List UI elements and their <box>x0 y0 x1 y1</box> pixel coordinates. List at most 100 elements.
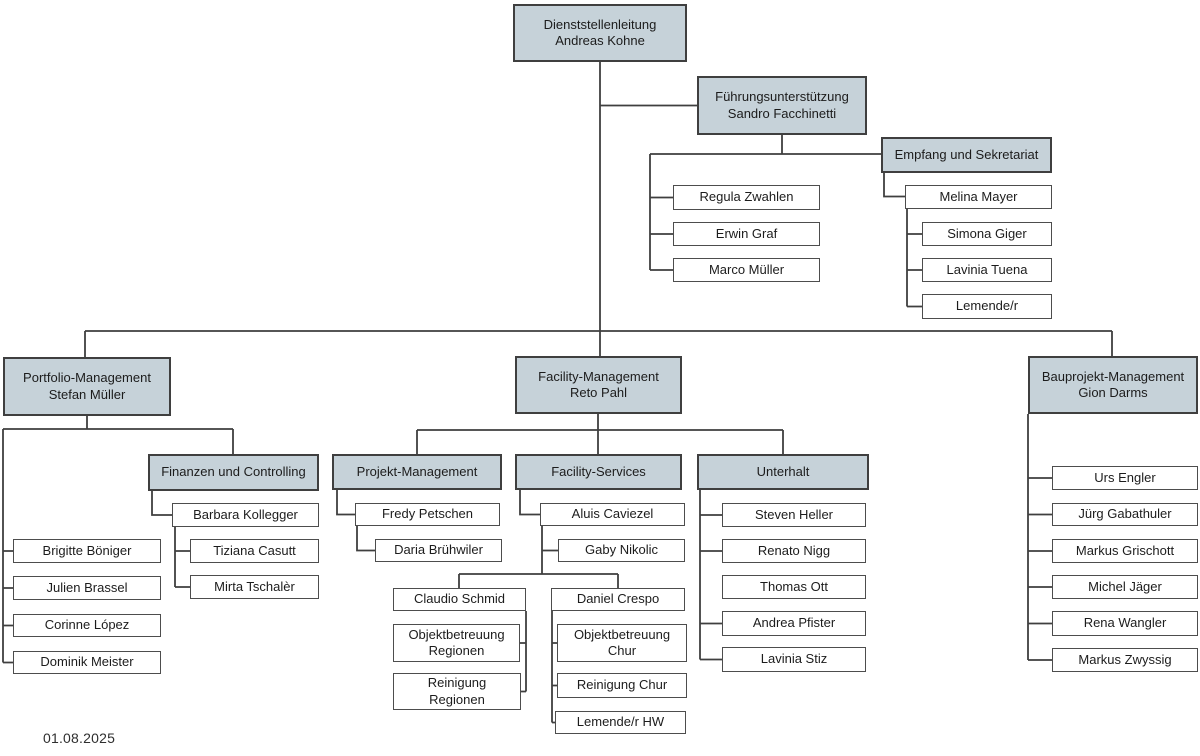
org-node-lemende: Lemende/r <box>922 294 1052 319</box>
org-node-label: Finanzen und Controlling <box>161 464 306 480</box>
org-node-markus_zwyssig: Markus Zwyssig <box>1052 648 1198 672</box>
org-node-label: Jürg Gabathuler <box>1078 506 1172 522</box>
org-node-label: Bauprojekt-Management <box>1041 368 1185 384</box>
org-node-label: Barbara Kollegger <box>193 506 298 522</box>
org-node-label: Facility-Management <box>538 368 659 384</box>
org-node-label: Erwin Graf <box>715 225 778 241</box>
org-node-label: Rena Wangler <box>1083 615 1167 631</box>
org-node-daria: Daria Brühwiler <box>375 539 502 562</box>
org-node-erwin: Erwin Graf <box>673 222 820 246</box>
org-node-label: Daniel Crespo <box>576 591 660 607</box>
org-node-label: Objektbetreuung <box>408 626 505 642</box>
org-node-claudio: Claudio Schmid <box>393 588 526 611</box>
org-node-label: Empfang und Sekretariat <box>894 146 1039 162</box>
org-node-label: Steven Heller <box>754 506 834 522</box>
org-node-label: Brigitte Böniger <box>42 542 132 558</box>
date-label: 01.08.2025 <box>43 730 116 746</box>
org-node-label: Mirta Tschalèr <box>214 578 295 594</box>
org-node-lavinia_tuena: Lavinia Tuena <box>922 258 1052 282</box>
org-node-label: Gaby Nikolic <box>585 542 658 558</box>
org-node-label: Unterhalt <box>756 463 810 479</box>
org-node-label: Andrea Pfister <box>752 615 836 631</box>
org-node-label: Regula Zwahlen <box>699 189 794 205</box>
org-node-markus_grischott: Markus Grischott <box>1052 539 1198 563</box>
org-node-label: Stefan Müller <box>48 386 126 402</box>
org-node-label: Thomas Ott <box>760 578 828 594</box>
org-node-label: Reinigung Chur <box>576 677 668 693</box>
org-node-gaby: Gaby Nikolic <box>558 539 685 562</box>
org-node-label: Regionen <box>428 643 485 658</box>
org-node-tiziana: Tiziana Casutt <box>190 539 319 563</box>
org-node-finanzen: Finanzen und Controlling <box>148 454 319 491</box>
org-node-label: Reinigung <box>427 675 487 691</box>
org-node-regula: Regula Zwahlen <box>673 185 820 210</box>
org-node-lemende_hw: Lemende/r HW <box>555 711 686 734</box>
org-node-rena: Rena Wangler <box>1052 611 1198 636</box>
org-node-melina: Melina Mayer <box>905 185 1052 209</box>
org-node-label: Facility-Services <box>551 463 646 479</box>
org-node-aluis: Aluis Caviezel <box>540 503 685 526</box>
org-node-label: Simona Giger <box>947 225 1027 241</box>
org-node-label: Claudio Schmid <box>413 591 506 607</box>
org-node-label: Sandro Facchinetti <box>727 105 837 121</box>
org-node-label: Dienststellenleitung <box>543 16 657 32</box>
org-node-julien: Julien Brassel <box>13 576 161 600</box>
org-node-facility_services: Facility-Services <box>515 454 682 490</box>
org-node-label: Urs Engler <box>1094 469 1156 485</box>
org-node-label: Renato Nigg <box>757 542 831 558</box>
org-node-label: Lemende/r HW <box>576 714 665 730</box>
org-node-label: Daria Brühwiler <box>394 542 483 558</box>
org-node-label: Gion Darms <box>1078 385 1148 400</box>
org-node-simona: Simona Giger <box>922 222 1052 246</box>
org-node-label: Melina Mayer <box>939 188 1018 204</box>
org-node-label: Andreas Kohne <box>555 33 645 48</box>
org-node-label: Führungsunterstützung <box>715 89 849 105</box>
org-node-label: Marco Müller <box>708 261 785 277</box>
org-node-label: Regionen <box>429 691 485 707</box>
org-node-projekt_mgmt: Projekt-Management <box>332 454 502 490</box>
org-node-brigitte: Brigitte Böniger <box>13 539 161 563</box>
org-node-label: Markus Grischott <box>1075 542 1175 558</box>
org-node-empfang: Empfang und Sekretariat <box>881 137 1052 173</box>
org-node-label: Julien Brassel <box>46 579 128 595</box>
org-node-label: Markus Zwyssig <box>1078 651 1172 667</box>
org-node-label: Portfolio-Management <box>23 370 151 386</box>
org-node-urs: Urs Engler <box>1052 466 1198 490</box>
org-node-fredy: Fredy Petschen <box>355 503 500 526</box>
org-node-juerg: Jürg Gabathuler <box>1052 503 1198 526</box>
org-node-marco: Marco Müller <box>673 258 820 282</box>
org-node-label: Chur <box>607 643 637 658</box>
org-node-renato: Renato Nigg <box>722 539 866 563</box>
org-node-andrea: Andrea Pfister <box>722 611 866 636</box>
org-node-corinne: Corinne López <box>13 614 161 637</box>
org-node-steven: Steven Heller <box>722 503 866 527</box>
org-node-label: Lavinia Tuena <box>946 261 1028 277</box>
org-node-mirta: Mirta Tschalèr <box>190 575 319 599</box>
org-node-rein_chur: Reinigung Chur <box>557 673 687 698</box>
org-node-label: Aluis Caviezel <box>571 506 654 522</box>
org-node-label: Corinne López <box>44 617 130 633</box>
org-node-michel: Michel Jäger <box>1052 575 1198 599</box>
org-node-label: Dominik Meister <box>40 654 134 670</box>
org-node-label: Objektbetreuung <box>573 626 671 642</box>
org-node-label: Michel Jäger <box>1088 578 1162 594</box>
org-node-unterhalt: Unterhalt <box>697 454 869 490</box>
org-node-daniel: Daniel Crespo <box>551 588 685 611</box>
org-node-label: Projekt-Management <box>356 463 478 479</box>
org-node-label: Lemende/r <box>955 298 1019 314</box>
org-node-dominik: Dominik Meister <box>13 651 161 674</box>
org-node-label: Fredy Petschen <box>381 506 474 522</box>
org-node-lavinia_stiz: Lavinia Stiz <box>722 647 866 672</box>
org-node-label: Lavinia Stiz <box>760 651 828 667</box>
org-node-thomas: Thomas Ott <box>722 575 866 599</box>
